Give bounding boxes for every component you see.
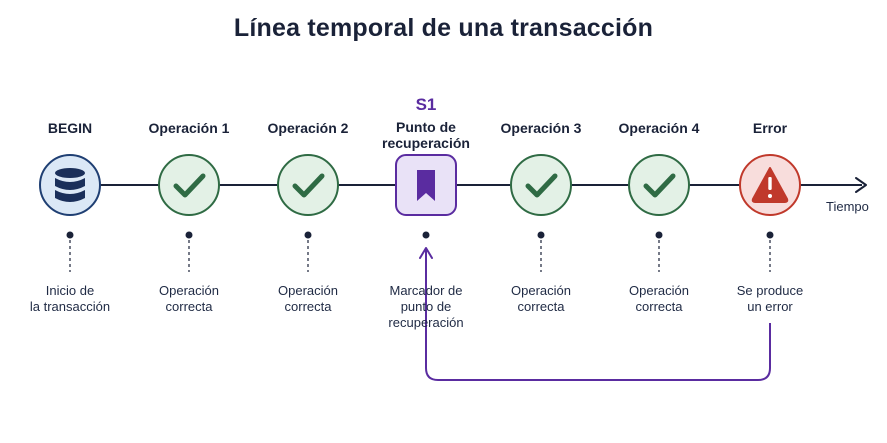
connector-dot-op4 xyxy=(655,231,663,239)
caption-op3-line2: correcta xyxy=(517,299,565,314)
node-label-op3: Operación 3 xyxy=(500,120,582,136)
node-label-begin: BEGIN xyxy=(47,120,93,136)
caption-error-line1: Se produce xyxy=(736,283,804,298)
connector-dot-op1 xyxy=(185,231,193,239)
savepoint-name: S1 xyxy=(415,95,437,114)
caption-op1-line1: Operación xyxy=(159,283,219,298)
node-op2 xyxy=(277,154,339,216)
node-savepoint xyxy=(395,154,457,216)
check-icon xyxy=(643,173,676,198)
caption-op4-line2: correcta xyxy=(635,299,683,314)
node-op1 xyxy=(158,154,220,216)
node-label-op1: Operación 1 xyxy=(148,120,230,136)
connector-dot-error xyxy=(766,231,774,239)
caption-savepoint-line1: Marcador de xyxy=(389,283,463,298)
caption-savepoint-line2: punto de xyxy=(400,299,452,314)
node-label-error: Error xyxy=(752,120,788,136)
node-label-op4: Operación 4 xyxy=(618,120,700,136)
connector-dot-op3 xyxy=(537,231,545,239)
connector-dot-begin xyxy=(66,231,74,239)
caption-op2-line2: correcta xyxy=(284,299,332,314)
bookmark-icon xyxy=(417,170,435,201)
connector-dot-op2 xyxy=(304,231,312,239)
node-begin xyxy=(39,154,101,216)
caption-savepoint-line3: recuperación xyxy=(388,315,464,330)
caption-error-line2: un error xyxy=(747,299,793,314)
caption-op2-line1: Operación xyxy=(278,283,338,298)
node-label-savepoint-line2: recuperación xyxy=(382,135,470,151)
caption-begin-line2: la transacción xyxy=(29,299,111,314)
node-op3 xyxy=(510,154,572,216)
node-label-savepoint-line1: Punto de xyxy=(396,119,456,135)
node-op4 xyxy=(628,154,690,216)
timeline-arrowhead xyxy=(855,177,867,193)
caption-op4-line1: Operación xyxy=(629,283,689,298)
caption-begin-line1: Inicio de xyxy=(45,283,95,298)
node-error xyxy=(739,154,801,216)
check-icon xyxy=(525,173,558,198)
connectors xyxy=(66,231,774,272)
database-icon xyxy=(55,168,85,202)
axis-label-time: Tiempo xyxy=(826,199,869,214)
rollback-arrowhead xyxy=(419,247,433,259)
warning-icon xyxy=(751,167,789,203)
page-title: Línea temporal de una transacción xyxy=(233,14,654,42)
check-icon xyxy=(173,173,206,198)
node-label-op2: Operación 2 xyxy=(267,120,349,136)
rollback-arrow xyxy=(425,250,771,381)
caption-op1-line2: correcta xyxy=(165,299,213,314)
connector-dot-savepoint xyxy=(422,231,430,239)
check-icon xyxy=(292,173,325,198)
caption-op3-line1: Operación xyxy=(511,283,571,298)
